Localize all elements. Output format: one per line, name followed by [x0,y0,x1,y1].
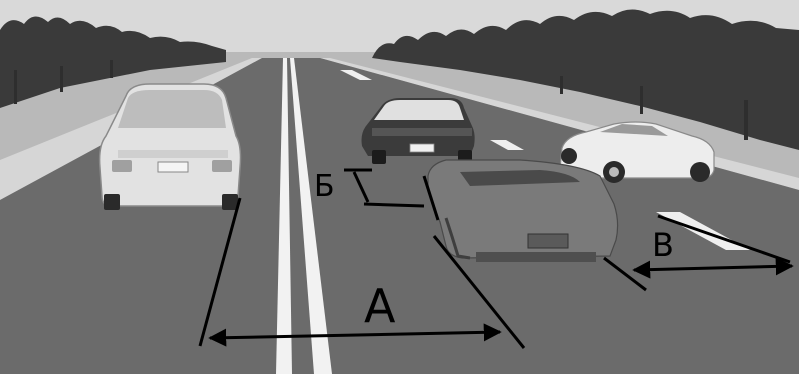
label-v: В [652,226,674,264]
annotation-b-bottom-guide [364,204,424,206]
car-convertible [428,160,618,262]
label-b: Б [314,169,335,204]
label-a: А [364,279,396,333]
